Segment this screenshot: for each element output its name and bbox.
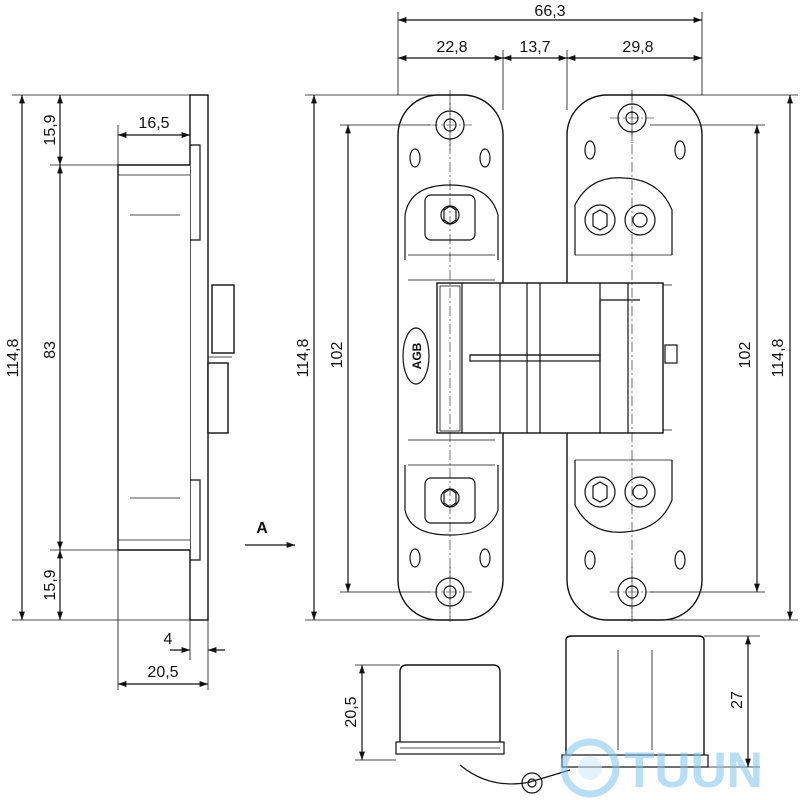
- bottom-right-height-label: 27: [729, 691, 746, 709]
- side-top-offset-label: 15,9: [42, 114, 59, 145]
- side-total-height-label: 114,8: [5, 338, 22, 377]
- view-arrow-a: A: [245, 520, 295, 548]
- side-body-block: [117, 164, 190, 551]
- front-right-total-height-label: 114,8: [770, 338, 787, 377]
- front-right-width-label: 29,8: [622, 39, 653, 56]
- side-flange-plate: [189, 94, 209, 621]
- brand-mark-label: AGB: [410, 342, 424, 369]
- side-bottom-offset-label: 15,9: [42, 569, 59, 600]
- side-body-height-label: 83: [42, 341, 59, 359]
- front-total-width-label: 66,3: [534, 3, 565, 20]
- front-left-width-label: 22,8: [436, 39, 467, 56]
- side-flange-label: 4: [164, 631, 173, 648]
- side-adjuster: [211, 284, 235, 354]
- front-right-inner-height-label: 102: [737, 342, 754, 369]
- watermark-logo-icon: [560, 738, 620, 798]
- bottom-right-cap: [565, 635, 705, 755]
- front-gap-label: 13,7: [519, 39, 550, 56]
- side-view: 114,8 15,9 83 15,9 16,5 4 20,5: [5, 94, 235, 690]
- center-mechanism: [436, 282, 664, 434]
- bottom-view: 20,5 27: [343, 635, 760, 794]
- side-total-depth-label: 20,5: [147, 664, 178, 681]
- watermark: TUUN: [560, 738, 763, 798]
- front-left-inner-height-label: 102: [329, 342, 346, 369]
- view-marker-label: A: [256, 520, 268, 537]
- watermark-label: TUUN: [624, 742, 763, 798]
- front-left-total-height-label: 114,8: [295, 338, 312, 377]
- side-plate-depth-label: 16,5: [138, 115, 169, 132]
- brand-badge: [402, 327, 430, 385]
- bottom-left-cap: [399, 664, 501, 742]
- bottom-left-height-label: 20,5: [343, 696, 360, 727]
- front-view: AGB 66,3 22,8 13,7 29,8 114,8 102: [295, 3, 798, 625]
